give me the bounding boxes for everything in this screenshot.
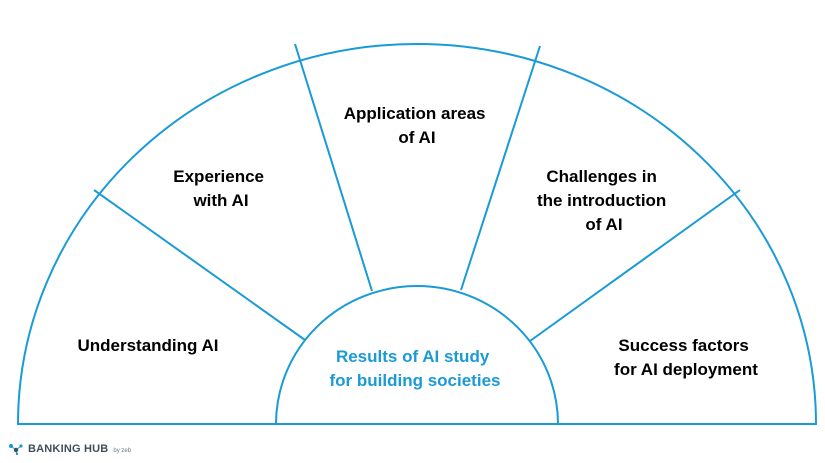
segment-success-label: Success factors for AI deployment [614, 336, 758, 379]
outer-arc [16, 43, 818, 425]
logo-name: BANKING HUB [28, 443, 109, 455]
logo-by: by zeb [113, 447, 132, 454]
center-label: Results of AI study for building societi… [330, 347, 501, 390]
divider-3 [460, 45, 541, 291]
segment-experience-label: Experience with AI [173, 167, 268, 210]
divider-2 [294, 43, 373, 292]
divider-4 [529, 189, 741, 342]
divider-1 [93, 189, 306, 341]
network-dots-icon [9, 444, 23, 455]
segment-challenges-label: Challenges in the introduction of AI [537, 167, 671, 234]
segment-application-label: Application areas of AI [344, 104, 490, 147]
center-arc [274, 285, 560, 425]
banking-hub-logo: BANKING HUB by zeb [8, 443, 131, 455]
segment-understanding-label: Understanding AI [77, 336, 218, 355]
